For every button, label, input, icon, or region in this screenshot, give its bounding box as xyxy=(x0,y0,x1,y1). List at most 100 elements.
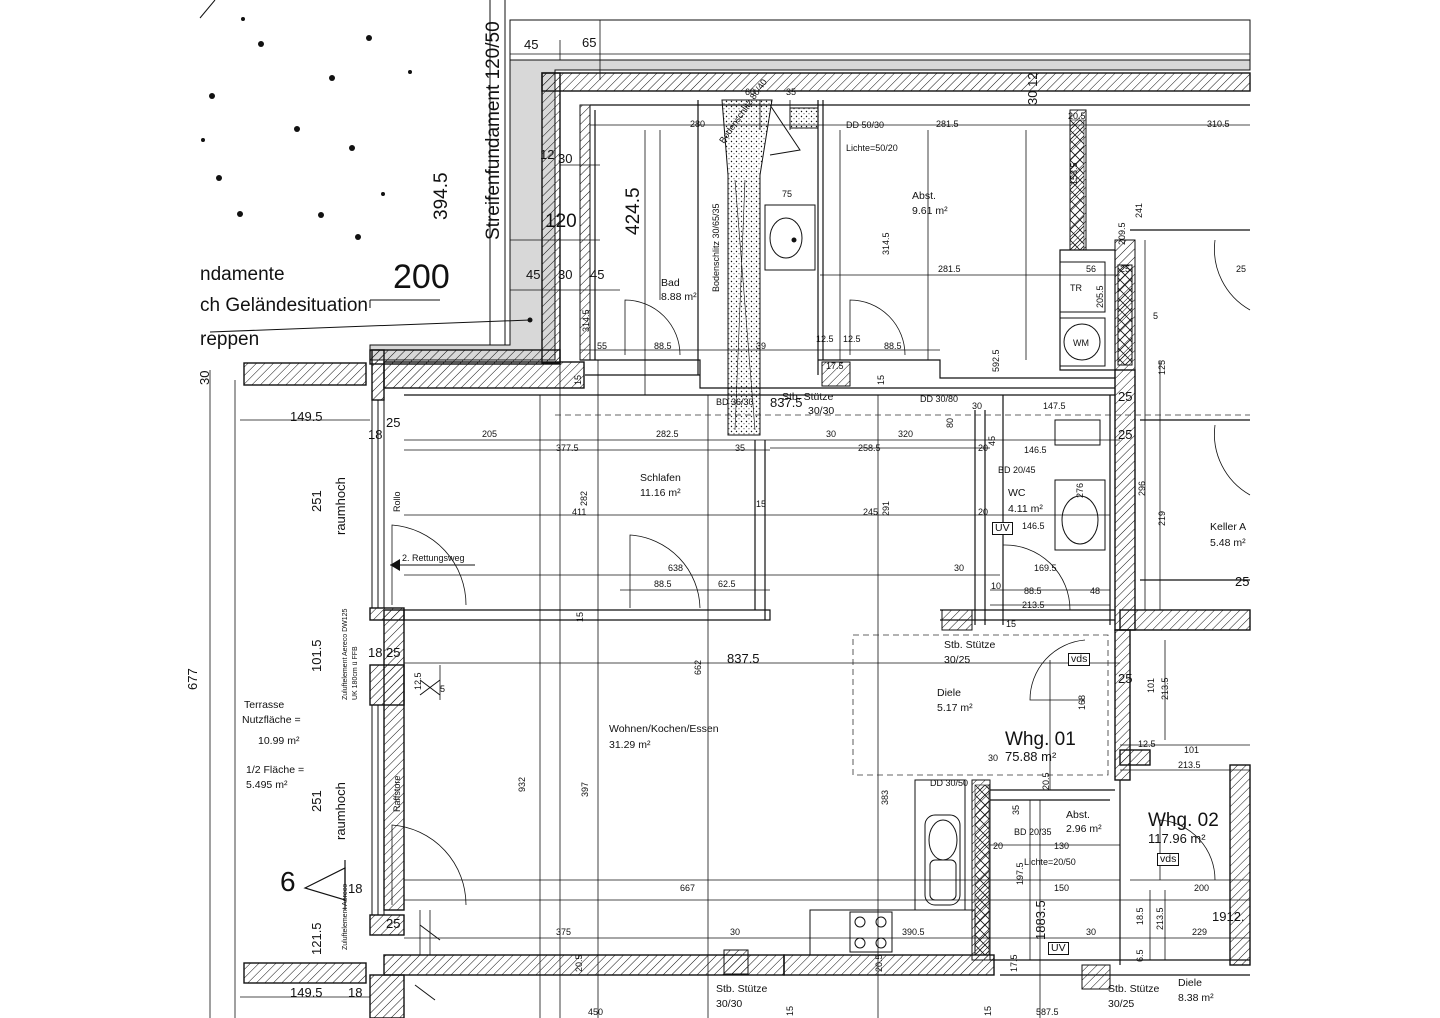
distribution-box-2: UV xyxy=(1048,942,1069,955)
terrace-half-label: 1/2 Fläche = xyxy=(246,764,305,776)
dim-592-5: 592.5 xyxy=(991,349,1001,372)
dim-25-d: 25 xyxy=(386,415,401,430)
ceiling-opening-top: DD 50/30 xyxy=(846,120,885,130)
vds-box-2: vds xyxy=(1157,853,1180,866)
dim-25-i: 25 xyxy=(386,916,401,931)
raumhoch-label-bottom: raumhoch xyxy=(333,782,348,840)
raffstore-label: Raffstore xyxy=(392,775,402,812)
dim-35: 35 xyxy=(786,87,797,97)
room-schlafen-name: Schlafen xyxy=(640,472,681,484)
dim-638: 638 xyxy=(668,563,684,573)
dim-837-5-b: 837.5 xyxy=(727,651,760,666)
washer-label: WM xyxy=(1073,338,1089,348)
dim-241: 241 xyxy=(1134,202,1144,218)
dim-5: 5 xyxy=(1153,311,1159,321)
room-bad-name: Bad xyxy=(661,277,680,289)
dim-15-a: 15 xyxy=(573,374,583,385)
dim-310-5: 310.5 xyxy=(1207,119,1230,129)
dim-80: 80 xyxy=(945,417,955,428)
dim-62-5: 62.5 xyxy=(718,579,736,589)
dim-383: 383 xyxy=(880,789,890,805)
dim-314-5-b: 314.5 xyxy=(581,309,591,332)
dim-213-5-b: 213.5 xyxy=(1160,677,1170,700)
dim-18-d: 18 xyxy=(348,985,363,1000)
dim-18-c: 18 xyxy=(348,881,363,896)
floor-opening-36-30: BD 36/30 xyxy=(716,397,754,407)
dim-15-g: 15 xyxy=(983,1005,993,1016)
room-keller-name: Keller A xyxy=(1210,521,1247,533)
air-inlet-note-1: Zuluftelement Aereco DW125 xyxy=(342,608,349,700)
column3-label-b: 30/30 xyxy=(716,998,743,1010)
terrace-nutz-label: Nutzfläche = xyxy=(242,714,301,726)
dim-25-e: 25 xyxy=(1118,427,1133,442)
column1-label-a: Stb. Stütze xyxy=(782,391,834,403)
dim-25-f: 25 xyxy=(1235,574,1250,589)
dim-88-5-d: 88.5 xyxy=(1024,586,1042,596)
dim-17-5-a: 17.5 xyxy=(826,361,844,371)
air-inlet-note-2: UK 180cm ü FFB xyxy=(352,646,359,700)
dim-587-5: 587.5 xyxy=(1036,1007,1059,1017)
section-marker-label: 6 xyxy=(280,866,296,897)
sanitary-fixtures xyxy=(764,204,1106,956)
dim-25-b: 25 xyxy=(1236,264,1247,274)
unit-whg01-area: 75.88 m² xyxy=(1005,749,1057,764)
floor-slot-label: Bodenschlitz 30/65/35 xyxy=(711,203,721,292)
dim-394-5: 394.5 xyxy=(431,172,452,220)
dim-168: 168 xyxy=(1077,694,1087,710)
dim-12: 12 xyxy=(540,147,555,162)
dim-88-5-a: 88.5 xyxy=(654,341,672,351)
foundation-note-line1: ndamente xyxy=(200,264,285,285)
rollo-label: Rollo xyxy=(392,491,402,512)
room-diele-area: 5.17 m² xyxy=(937,702,973,714)
unit-whg02-area: 117.96 m² xyxy=(1148,831,1206,846)
dim-5-b: 5 xyxy=(440,684,446,694)
dim-280: 280 xyxy=(690,119,706,129)
room-abst-area: 9.61 m² xyxy=(912,205,948,217)
dimension-lines xyxy=(209,20,1250,1018)
dim-56: 56 xyxy=(1086,264,1097,274)
door-swings xyxy=(391,239,1251,906)
section-number: 200 xyxy=(393,258,450,296)
dim-30-c: 30 xyxy=(972,401,983,411)
dim-101-5: 101.5 xyxy=(309,639,324,672)
dim-65-top: 65 xyxy=(582,35,597,50)
dim-15-b: 15 xyxy=(876,374,886,385)
dim-281-5-b: 281.5 xyxy=(938,264,961,274)
dim-150: 150 xyxy=(1054,883,1070,893)
dim-1912: 1912. xyxy=(1212,909,1245,924)
foundation-note-line2: ch Geländesituation xyxy=(200,295,368,316)
dim-20-5-a: 20.5 xyxy=(1068,111,1086,121)
concrete-columns xyxy=(723,361,1111,990)
dim-281-5-a: 281.5 xyxy=(936,119,959,129)
dim-205: 205 xyxy=(482,429,498,439)
dim-932: 932 xyxy=(517,776,527,792)
dim-101-b: 101 xyxy=(1184,745,1200,755)
opening-clearance-top: Lichte=50/20 xyxy=(846,143,898,153)
dim-30-b: 30 xyxy=(558,267,573,282)
dim-219: 219 xyxy=(1157,510,1167,526)
dim-213-5-d: 213.5 xyxy=(1155,907,1165,930)
dim-35-b: 35 xyxy=(735,443,746,453)
dim-30-12: 30 12 xyxy=(1025,72,1040,105)
dim-667: 667 xyxy=(680,883,696,893)
dim-282-5: 282.5 xyxy=(656,429,679,439)
dim-213-5-c: 213.5 xyxy=(1178,760,1201,770)
dim-20-c: 20 xyxy=(993,841,1004,851)
dim-101-a: 101 xyxy=(1146,677,1156,693)
dim-55: 55 xyxy=(597,341,608,351)
dim-1883-5: 1883.5 xyxy=(1033,900,1048,940)
interior-walls xyxy=(579,104,1136,961)
dim-120: 120 xyxy=(545,211,577,232)
dim-30-a: 30 xyxy=(558,151,573,166)
dim-276: 276 xyxy=(1075,482,1085,498)
dim-147-5: 147.5 xyxy=(1043,401,1066,411)
dim-251-a: 251 xyxy=(309,490,324,512)
dim-12-5-b: 12.5 xyxy=(843,334,861,344)
dim-15-c: 15 xyxy=(756,499,767,509)
vds-box-1: vds xyxy=(1068,653,1091,666)
dim-30-f: 30 xyxy=(954,563,965,573)
column4-label-a: Stb. Stütze xyxy=(1108,983,1160,995)
dim-45-d: 45 xyxy=(987,435,997,446)
dim-45-top: 45 xyxy=(524,37,539,52)
room-wohnen-name: Wohnen/Kochen/Essen xyxy=(609,723,719,735)
